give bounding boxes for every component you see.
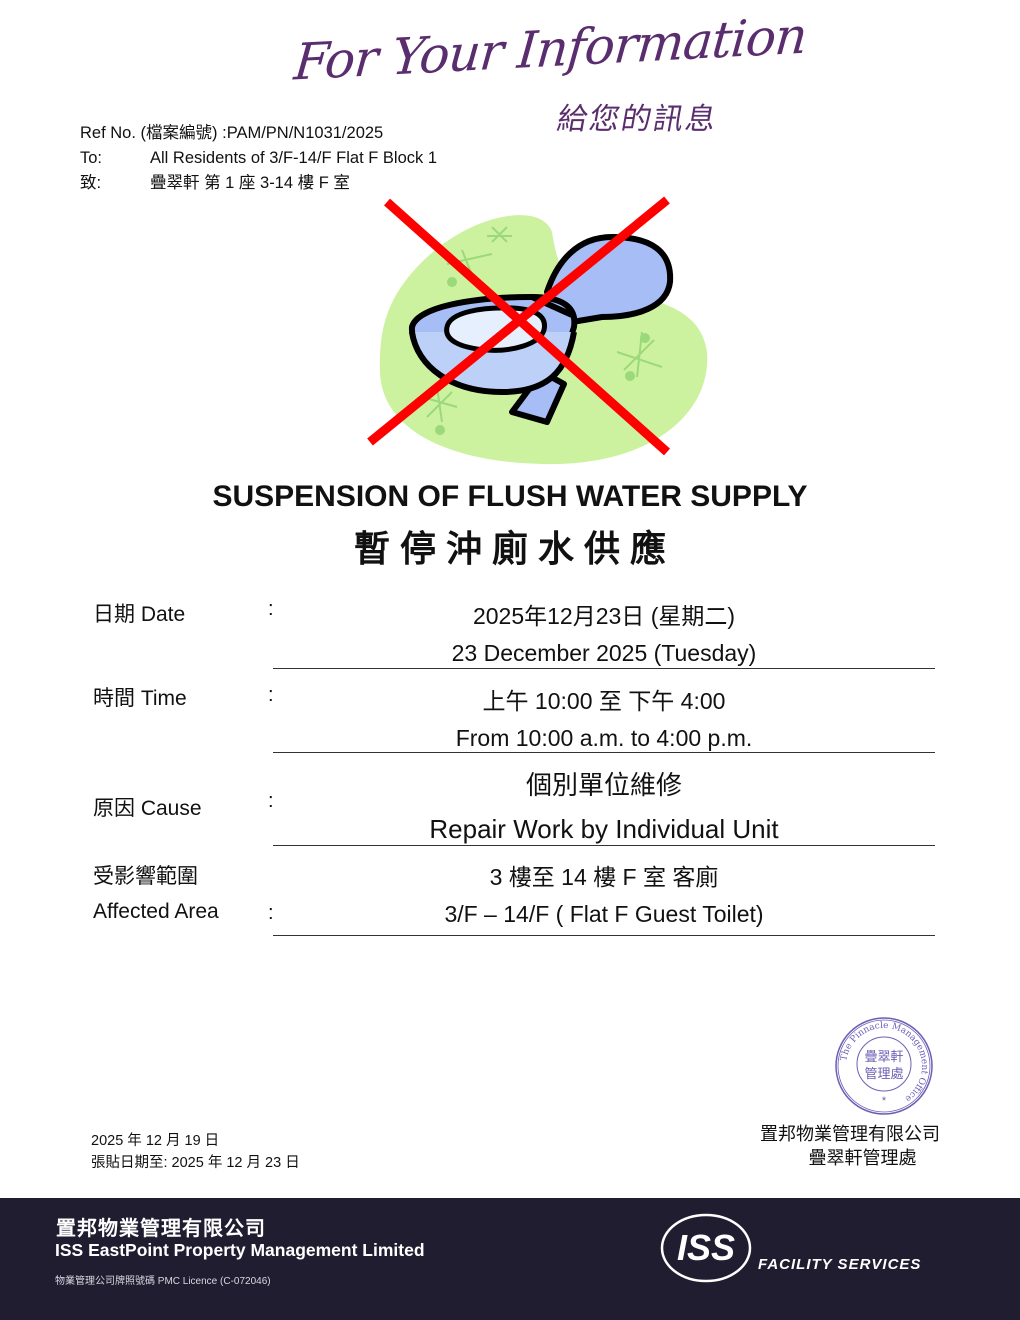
divider — [273, 935, 935, 936]
area-value-zh: 3 樓至 14 樓 F 室 客廁 — [489, 864, 719, 890]
date-value-zh: 2025年12月23日 (星期二) — [472, 603, 736, 629]
divider — [273, 668, 935, 669]
recipient-row-en: To: All Residents of 3/F-14/F Flat F Blo… — [80, 146, 437, 171]
time-value-zh: 上午 10:00 至 下午 4:00 — [482, 688, 726, 714]
area-label-en: Affected Area — [93, 900, 219, 923]
to-label-zh: 致: — [80, 174, 102, 192]
cause-value-en: Repair Work by Individual Unit — [429, 814, 779, 844]
signoff: 置邦物業管理有限公司 疊翠軒管理處 — [760, 1122, 965, 1170]
area-colon: : — [268, 902, 274, 924]
cause-label: 原因 Cause — [93, 797, 202, 820]
ref-label: Ref No. (檔案編號) : — [80, 124, 227, 142]
area-label-zh: 受影響範圍 — [93, 865, 198, 888]
iss-logo-text: ISS — [677, 1227, 735, 1268]
banner-title-zh: 給您的訊息 — [554, 102, 721, 137]
recipient-row-zh: 致: 疊翠軒 第 1 座 3-14 樓 F 室 — [80, 171, 437, 196]
cause-value-zh: 個別單位維修 — [525, 770, 682, 800]
footer-licence: 物業管理公司牌照號碼 PMC Licence (C-072046) — [55, 1276, 271, 1287]
for-your-information-banner: For Your Information 給您的訊息 — [290, 6, 809, 137]
no-toilet-flush-icon — [362, 192, 722, 472]
ref-number-row: Ref No. (檔案編號) : PAM/PN/N1031/2025 — [80, 121, 437, 146]
footer-bar: 置邦物業管理有限公司 ISS EastPoint Property Manage… — [0, 1198, 1020, 1320]
post-until-date: 張貼日期至: 2025 年 12 月 23 日 — [91, 1155, 300, 1171]
date-value-en: 23 December 2025 (Tuesday) — [451, 640, 757, 666]
divider — [273, 845, 935, 846]
issue-dates: 2025 年 12 月 19 日 張貼日期至: 2025 年 12 月 23 日 — [91, 1130, 300, 1174]
stamp-center-top: 疊翠軒 — [864, 1050, 903, 1065]
ref-value: PAM/PN/N1031/2025 — [226, 124, 384, 142]
time-value-en: From 10:00 a.m. to 4:00 p.m. — [455, 725, 753, 751]
footer-company-en: ISS EastPoint Property Management Limite… — [55, 1240, 425, 1260]
to-label-en: To: — [80, 149, 103, 167]
time-label: 時間 Time — [93, 687, 187, 710]
iss-tagline: FACILITY SERVICES — [758, 1256, 922, 1273]
notice-title-en: SUSPENSION OF FLUSH WATER SUPPLY — [212, 480, 808, 513]
notice-title-zh: 暫停沖廁水供應 — [353, 528, 676, 569]
date-colon: : — [268, 598, 274, 620]
date-label: 日期 Date — [93, 603, 186, 626]
footer-company-zh: 置邦物業管理有限公司 — [56, 1218, 266, 1240]
stamp-star: * — [882, 1095, 887, 1107]
notice-header: Ref No. (檔案編號) : PAM/PN/N1031/2025 To: A… — [80, 121, 437, 196]
signoff-office: 疊翠軒管理處 — [808, 1148, 917, 1168]
time-colon: : — [268, 684, 274, 706]
cause-colon: : — [268, 790, 274, 812]
area-value-en: 3/F – 14/F ( Flat F Guest Toilet) — [444, 901, 764, 927]
divider — [273, 752, 935, 753]
management-office-stamp: The Pinnacle Management Office 疊翠軒 管理處 * — [834, 1016, 934, 1116]
signoff-company: 置邦物業管理有限公司 — [760, 1124, 940, 1144]
to-value-en: All Residents of 3/F-14/F Flat F Block 1 — [150, 149, 438, 167]
stamp-center-bottom: 管理處 — [864, 1067, 903, 1082]
issue-date: 2025 年 12 月 19 日 — [91, 1133, 220, 1149]
to-value-zh: 疊翠軒 第 1 座 3-14 樓 F 室 — [150, 174, 350, 192]
banner-title-en: For Your Information — [291, 6, 809, 92]
iss-logo-icon: ISS — [660, 1210, 760, 1284]
